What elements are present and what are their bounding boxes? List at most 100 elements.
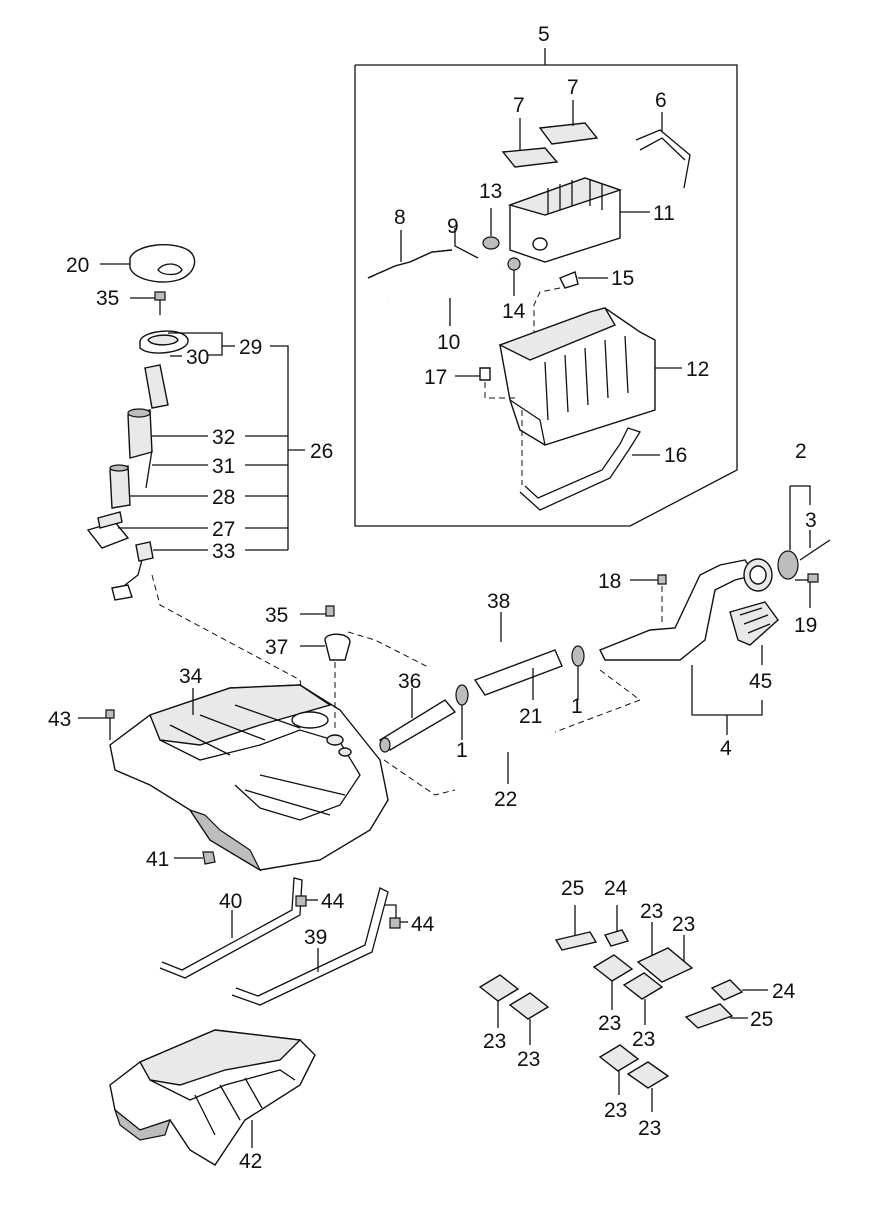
canister-assembly-group xyxy=(354,48,738,527)
tank-strap-40 xyxy=(159,877,303,979)
pad-23a xyxy=(636,947,694,983)
part-number-labels: 5 7 7 6 8 9 13 11 15 14 10 12 17 16 2 3 … xyxy=(48,23,817,1173)
filter-pad-7a xyxy=(501,147,559,168)
filler-neck-4 xyxy=(599,559,757,661)
label-28: 28 xyxy=(212,486,235,509)
label-5: 5 xyxy=(538,23,550,46)
label-11: 11 xyxy=(653,202,675,225)
vent-valve-37 xyxy=(324,633,351,661)
fuel-sender-30 xyxy=(144,364,169,409)
label-36: 36 xyxy=(398,670,421,693)
label-3: 3 xyxy=(805,509,817,532)
screw-35-top xyxy=(154,291,166,301)
label-33: 33 xyxy=(212,540,235,563)
pad-23f xyxy=(598,1044,640,1072)
label-26: 26 xyxy=(310,440,333,463)
filler-hose-36 xyxy=(378,699,457,751)
label-1b: 1 xyxy=(571,695,583,718)
nut-44a xyxy=(295,895,307,907)
label-23c: 23 xyxy=(598,1012,621,1035)
label-45: 45 xyxy=(749,670,772,693)
label-34: 34 xyxy=(179,665,203,688)
label-16: 16 xyxy=(664,444,687,467)
pad-23d xyxy=(478,974,520,1002)
label-23h: 23 xyxy=(638,1117,661,1140)
label-41: 41 xyxy=(146,848,169,871)
label-25b: 25 xyxy=(750,1008,773,1031)
label-44a: 44 xyxy=(321,890,345,913)
label-39: 39 xyxy=(304,926,327,949)
label-20: 20 xyxy=(66,254,89,277)
label-17: 17 xyxy=(424,366,447,389)
label-35b: 35 xyxy=(265,604,288,627)
bolt-19 xyxy=(807,573,819,583)
label-7b: 7 xyxy=(567,76,579,99)
label-37: 37 xyxy=(265,636,288,659)
label-35a: 35 xyxy=(96,287,119,310)
label-10: 10 xyxy=(437,331,460,354)
canister-bracket-12 xyxy=(498,307,656,446)
strap-16 xyxy=(519,427,641,511)
filler-neck-group xyxy=(378,485,831,796)
heat-shield-42 xyxy=(109,1029,316,1166)
clip-13 xyxy=(482,236,500,250)
label-24b: 24 xyxy=(772,980,796,1003)
label-23b: 23 xyxy=(672,913,695,936)
clamp-1b xyxy=(571,645,585,667)
label-27: 27 xyxy=(212,518,235,541)
nut-41 xyxy=(202,851,216,865)
fuel-pump-28 xyxy=(109,465,131,509)
filler-hose-21 xyxy=(473,649,563,696)
label-19: 19 xyxy=(794,614,817,637)
cap-tether-3 xyxy=(799,539,831,561)
label-31: 31 xyxy=(212,455,235,478)
bolt-18 xyxy=(657,574,667,585)
bolt-43 xyxy=(105,709,115,719)
insulation-pads-group xyxy=(478,905,768,1112)
label-42: 42 xyxy=(239,1150,262,1173)
label-2: 2 xyxy=(795,440,807,463)
wire-harness-33 xyxy=(135,541,154,562)
float-arm-31 xyxy=(145,449,153,489)
canister-11 xyxy=(507,177,623,263)
pad-23c xyxy=(622,972,664,1000)
label-32: 32 xyxy=(212,426,235,449)
label-29: 29 xyxy=(239,336,262,359)
label-8: 8 xyxy=(394,206,406,229)
label-23f: 23 xyxy=(517,1048,540,1071)
label-21: 21 xyxy=(519,705,542,728)
pad-24a xyxy=(603,929,630,947)
bolt-17 xyxy=(479,367,491,381)
label-22: 22 xyxy=(494,788,517,811)
pad-23b xyxy=(592,954,634,982)
pad-24b xyxy=(710,979,744,1001)
label-18: 18 xyxy=(598,570,621,593)
filter-pad-7b xyxy=(538,122,599,145)
label-24a: 24 xyxy=(604,877,628,900)
label-9: 9 xyxy=(447,215,459,238)
label-14: 14 xyxy=(502,300,526,323)
nut-44b xyxy=(389,917,401,929)
label-23e: 23 xyxy=(483,1030,506,1053)
label-7a: 7 xyxy=(513,94,525,117)
pad-25b xyxy=(684,1003,734,1029)
fuel-tank-34 xyxy=(109,684,389,872)
label-30: 30 xyxy=(186,346,209,369)
access-cover-20 xyxy=(129,244,196,283)
pad-23g xyxy=(626,1061,670,1089)
label-23g: 23 xyxy=(604,1099,627,1122)
label-4: 4 xyxy=(720,737,732,760)
bolt-15 xyxy=(559,271,579,289)
label-13: 13 xyxy=(479,180,502,203)
label-44b: 44 xyxy=(411,913,435,936)
label-38: 38 xyxy=(487,590,510,613)
label-40: 40 xyxy=(219,890,242,913)
pad-25a xyxy=(554,931,598,951)
label-43: 43 xyxy=(48,708,71,731)
clamp-1a xyxy=(455,684,469,706)
label-1a: 1 xyxy=(456,739,468,762)
pad-23e xyxy=(508,992,550,1020)
bracket-6 xyxy=(635,129,691,189)
clip-14 xyxy=(507,257,521,271)
